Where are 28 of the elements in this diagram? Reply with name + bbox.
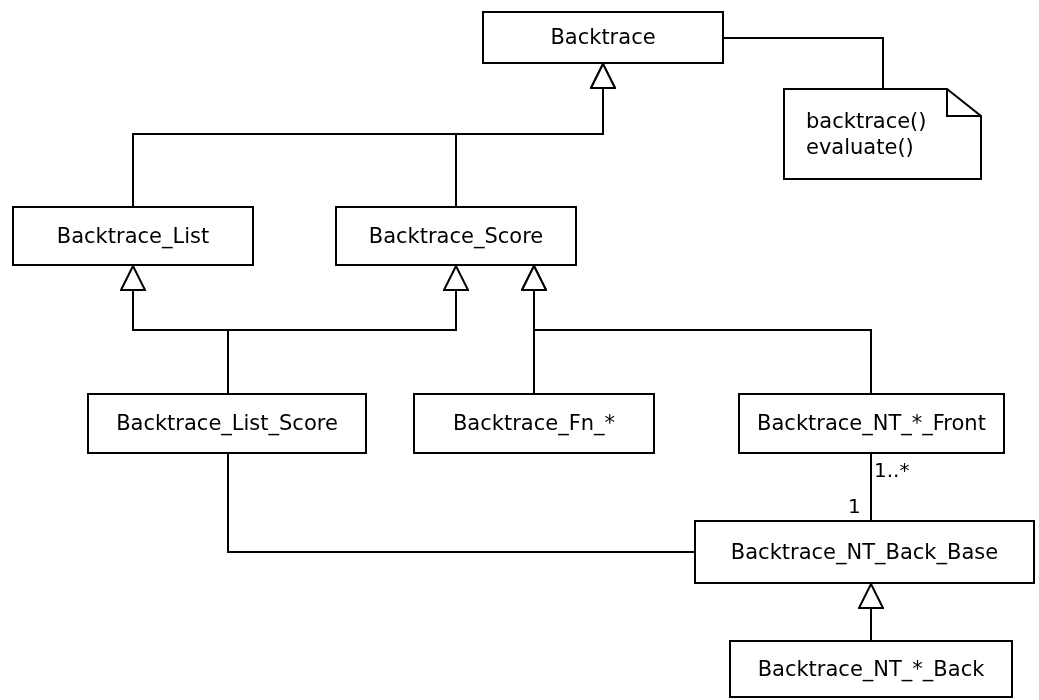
- class-box: [413, 393, 655, 454]
- inheritance-arrow: [455, 63, 616, 207]
- inheritance-arrow: [858, 583, 884, 641]
- connector-line: [870, 453, 872, 521]
- inheritance-arrow: [521, 265, 872, 394]
- class-name: Backtrace_NT_*_Back: [757, 655, 985, 683]
- class-name: Backtrace_List_Score: [116, 410, 338, 437]
- class-box: [694, 520, 1035, 584]
- multiplicity-label: 1..*: [874, 458, 910, 482]
- class-box: [12, 206, 254, 266]
- inheritance-arrow: [227, 265, 469, 394]
- class-name: Backtrace_NT_Back_Base: [730, 538, 999, 566]
- connector-line: [227, 453, 695, 553]
- class-box: [738, 393, 1005, 454]
- class-box: [335, 206, 577, 266]
- class-name: Backtrace_List: [56, 222, 210, 250]
- class-box: [729, 640, 1013, 698]
- class-box: [87, 393, 367, 454]
- class-name: Backtrace: [550, 24, 656, 51]
- class-name: Backtrace_Score: [368, 222, 544, 250]
- method-name: backtrace(): [806, 107, 927, 134]
- connector-line: [723, 37, 884, 89]
- multiplicity-label: 1: [848, 494, 861, 518]
- method-name: evaluate(): [806, 134, 914, 161]
- class-name: Backtrace_Fn_*: [452, 410, 616, 437]
- note-shape: [783, 88, 982, 180]
- class-box: [482, 11, 724, 64]
- class-name: Backtrace_NT_*_Front: [757, 410, 986, 437]
